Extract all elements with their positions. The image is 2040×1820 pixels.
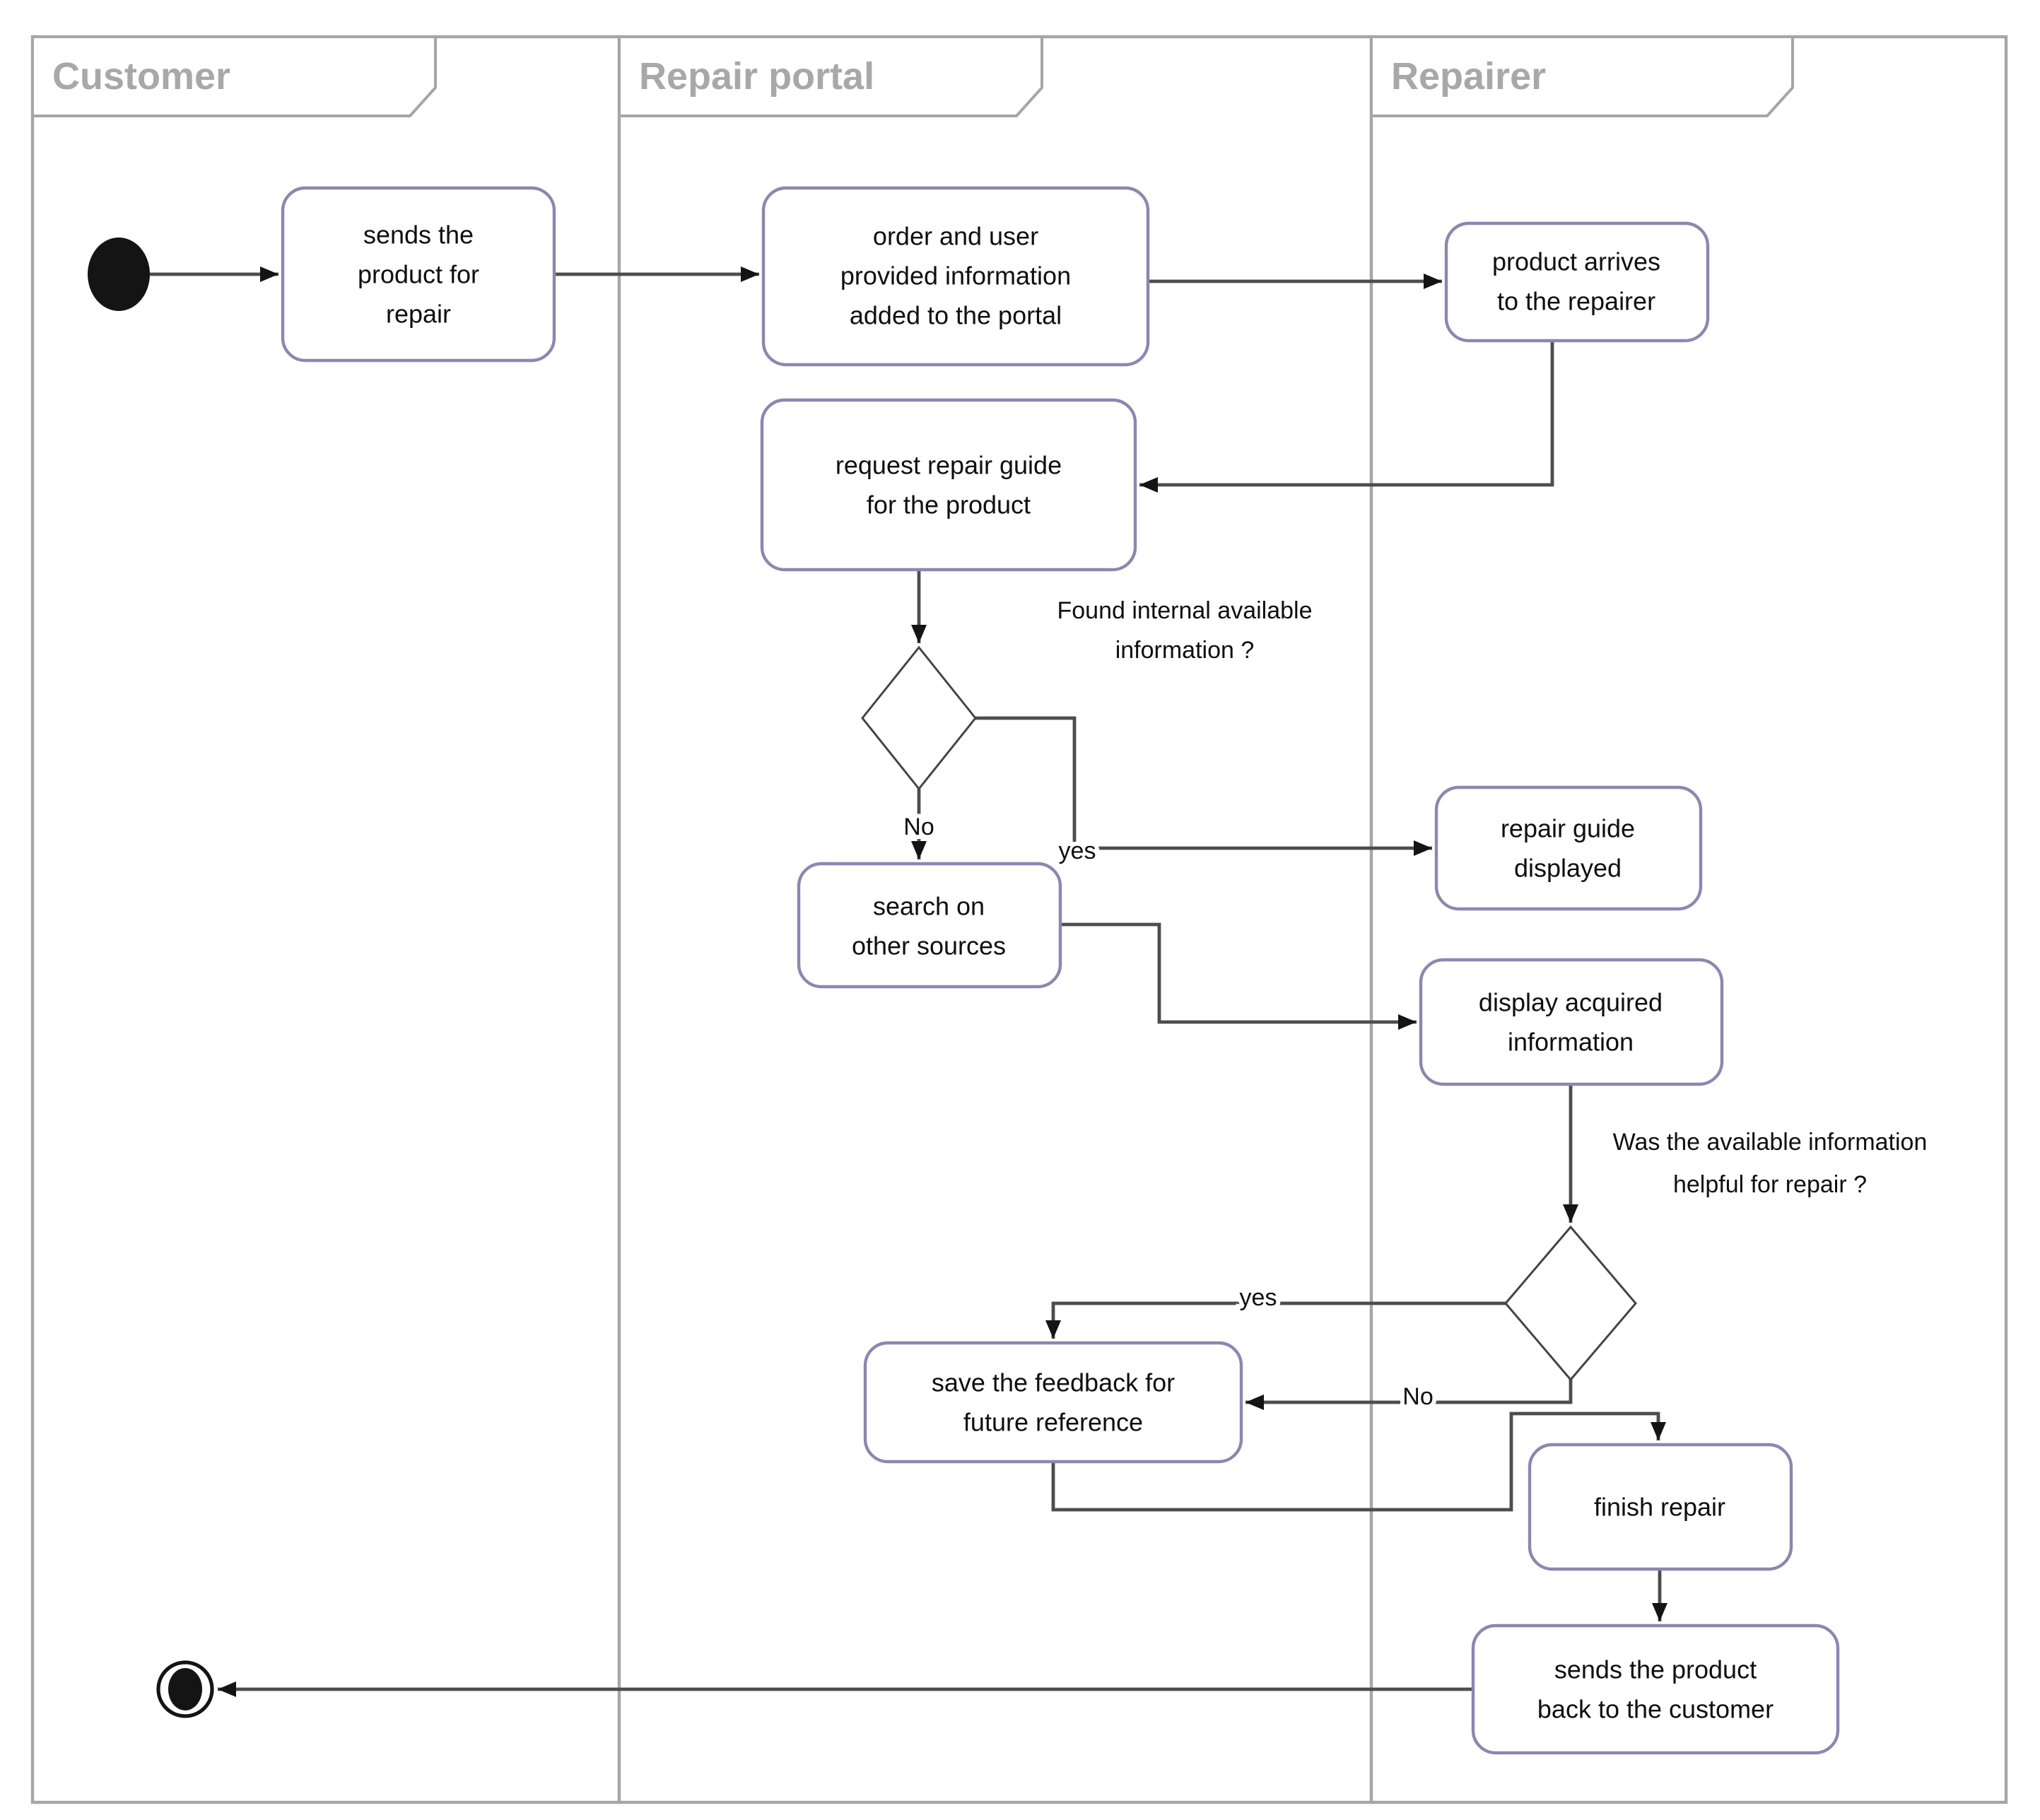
activity-label: future reference	[963, 1408, 1143, 1437]
activity-label: back to the customer	[1537, 1695, 1774, 1724]
edge-search-other-to-display-acquired	[1060, 922, 1417, 1030]
activity-label: product arrives	[1492, 247, 1660, 276]
activity-label: order and user	[873, 222, 1038, 251]
activity-label: for the product	[867, 491, 1031, 519]
lane-title-repairer: Repairer	[1391, 55, 1546, 98]
decision2-yes-label: yes	[1240, 1284, 1277, 1311]
start-node	[88, 237, 150, 311]
activity-label: information	[1508, 1028, 1634, 1057]
lane-tab-customer	[31, 35, 437, 117]
lane-title-repair-portal: Repair portal	[639, 55, 874, 98]
activity-box	[1419, 958, 1724, 1086]
activity-box	[760, 398, 1137, 572]
activity-product-arrives: product arrives to the repairer	[1444, 221, 1710, 343]
activity-display-acquired-info: display acquired information	[1419, 958, 1724, 1086]
decision2-no-label: No	[1402, 1383, 1433, 1410]
activity-box	[863, 1341, 1243, 1464]
end-node-core	[168, 1668, 202, 1710]
activity-sends-product-back: sends the product back to the customer	[1471, 1624, 1840, 1755]
activity-label: sends the product	[1554, 1655, 1757, 1684]
activity-label: display acquired	[1479, 988, 1663, 1017]
swimlanes: Customer Repair portal Repairer	[30, 35, 2008, 1804]
edge-product-arrives-to-request-guide	[1139, 341, 1554, 493]
connectors	[150, 266, 1667, 1697]
activity-label: search on	[873, 892, 985, 921]
activity-repair-guide-displayed: repair guide displayed	[1434, 785, 1703, 911]
activity-label: save the feedback for	[932, 1368, 1175, 1397]
activity-label: other sources	[852, 932, 1006, 961]
edge-decision1-yes-to-repair-guide-displayed	[975, 716, 1432, 856]
activity-label: product for	[358, 260, 479, 289]
lane-title-customer: Customer	[52, 55, 230, 98]
decision1-yes-label: yes	[1059, 838, 1096, 864]
lane-tab-repairer	[1370, 35, 1794, 117]
activity-box	[797, 862, 1062, 989]
activity-label: added to the portal	[850, 301, 1062, 330]
edge-decision2-yes-to-save-feedback	[1045, 1301, 1506, 1339]
lane-tab-repair-portal	[618, 35, 1043, 117]
activity-label: finish repair	[1594, 1493, 1725, 1522]
activity-box	[1471, 1624, 1840, 1755]
activity-label: request repair guide	[836, 451, 1062, 480]
activity-label: sends the	[363, 221, 474, 249]
decision1-question-line1: Found internal available	[1057, 597, 1312, 624]
activity-save-feedback: save the feedback for future reference	[863, 1341, 1243, 1464]
activity-label: displayed	[1514, 854, 1622, 883]
edge-decision2-no-to-save-feedback	[1245, 1380, 1573, 1410]
activity-box	[1444, 221, 1710, 343]
activity-label: repair guide	[1501, 814, 1635, 843]
activity-sends-product: sends the product for repair	[281, 186, 556, 363]
activity-label: provided information	[840, 262, 1071, 290]
decision-info-helpful	[1504, 1225, 1637, 1382]
decision2-question-line1: Was the available information	[1613, 1129, 1928, 1156]
activity-request-repair-guide: request repair guide for the product	[760, 398, 1137, 572]
activity-order-user-info: order and user provided information adde…	[761, 186, 1150, 367]
activity-box	[761, 186, 1150, 367]
activity-search-other-sources: search on other sources	[797, 862, 1062, 989]
decision-found-internal-info	[861, 645, 977, 791]
decision1-no-label: No	[903, 814, 934, 840]
activity-finish-repair: finish repair	[1528, 1443, 1793, 1571]
activity-box	[1528, 1443, 1793, 1571]
decision1-question-line2: information ?	[1115, 637, 1255, 664]
activity-label: repair	[386, 300, 451, 329]
edge-save-feedback-to-finish-repair	[1051, 1411, 1666, 1512]
activity-label: to the repairer	[1497, 287, 1655, 316]
end-node	[156, 1660, 214, 1718]
decision2-question-line2: helpful for repair ?	[1673, 1171, 1867, 1198]
activity-box	[281, 186, 556, 363]
decision-labels: Found internal available information ? N…	[899, 597, 1928, 1414]
activity-box	[1434, 785, 1703, 911]
